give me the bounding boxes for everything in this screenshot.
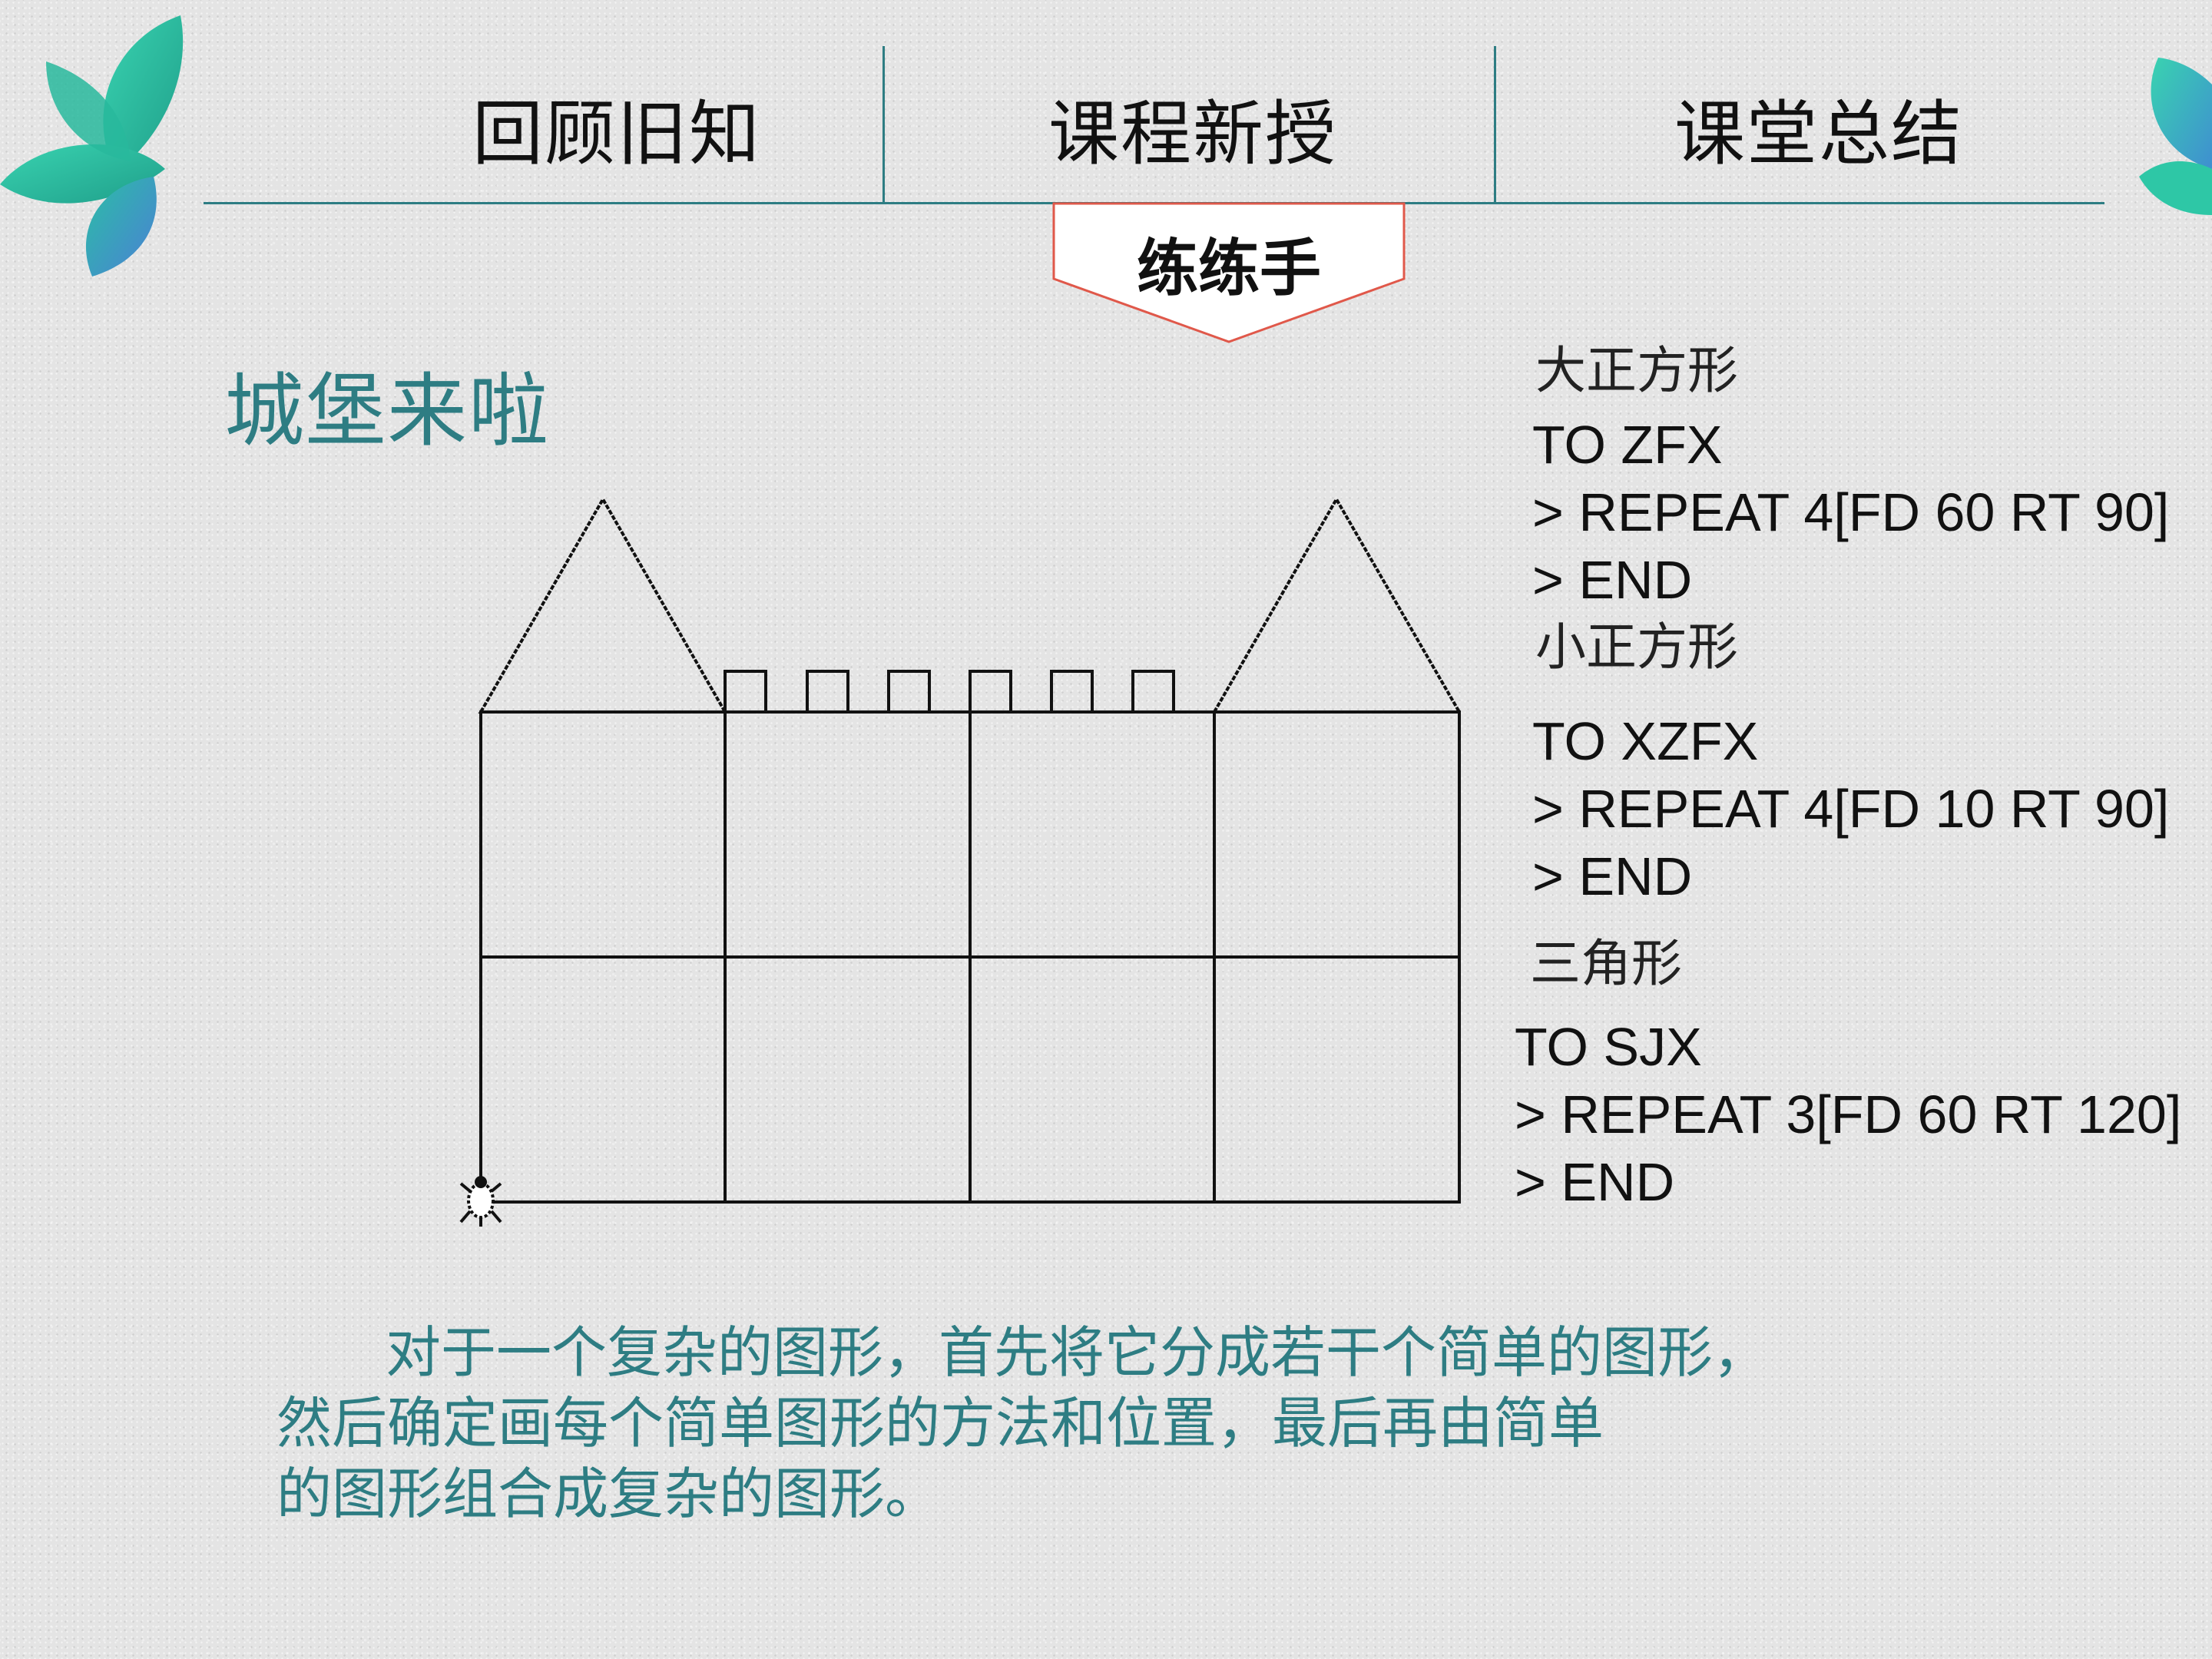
code-line: TO ZFX bbox=[1532, 415, 1723, 475]
summary-line: 的图形组合成复杂的图形。 bbox=[276, 1462, 941, 1526]
badge-label: 练练手 bbox=[1137, 233, 1321, 304]
battlement bbox=[1050, 670, 1094, 714]
procedure-heading: 大正方形 bbox=[1535, 341, 1738, 400]
battlement bbox=[969, 670, 1012, 714]
code-line: > REPEAT 4[FD 60 RT 90] bbox=[1532, 482, 2170, 542]
nav-item-new-lesson[interactable]: 课程新授 bbox=[1048, 93, 1338, 175]
procedure-heading: 三角形 bbox=[1530, 934, 1682, 993]
code-line: > REPEAT 4[FD 10 RT 90] bbox=[1532, 779, 2170, 839]
castle-drawing bbox=[459, 495, 1462, 1227]
battlement bbox=[806, 670, 849, 714]
nav-separator bbox=[882, 46, 885, 204]
lesson-nav: 回顾旧知 课程新授 课堂总结 bbox=[204, 46, 2104, 204]
summary-line: 然后确定画每个简单图形的方法和位置，最后再由简单 bbox=[276, 1391, 1604, 1455]
procedure-heading: 小正方形 bbox=[1535, 618, 1738, 677]
practice-badge: 练练手 bbox=[1052, 202, 1406, 344]
summary-line: 对于一个复杂的图形，首先将它分成若干个简单的图形， bbox=[386, 1320, 1769, 1385]
procedure-triangle: 三角形 TO SJX > REPEAT 3[FD 60 RT 120] > EN… bbox=[1515, 934, 2182, 1212]
right-tower-triangle bbox=[1211, 495, 1462, 714]
nav-item-summary[interactable]: 课堂总结 bbox=[1674, 93, 1964, 175]
nav-item-review[interactable]: 回顾旧知 bbox=[472, 93, 762, 175]
badge-shape bbox=[1052, 202, 1406, 343]
left-tower-triangle bbox=[478, 495, 728, 714]
code-line: TO XZFX bbox=[1532, 711, 1759, 771]
leaf-decoration-top-right bbox=[2139, 58, 2212, 215]
procedure-small-square: 小正方形 TO XZFX > REPEAT 4[FD 10 RT 90] > E… bbox=[1532, 618, 2170, 906]
code-line: > END bbox=[1532, 846, 1693, 906]
nav-separator bbox=[1494, 46, 1496, 204]
battlement bbox=[1131, 670, 1175, 714]
battlement bbox=[887, 670, 931, 714]
turtle-icon bbox=[459, 1176, 502, 1227]
code-line: TO SJX bbox=[1515, 1017, 1702, 1077]
summary-paragraph: 对于一个复杂的图形，首先将它分成若干个简单的图形， 然后确定画每个简单图形的方法… bbox=[276, 1317, 1966, 1529]
leaf-decoration-top-left bbox=[0, 15, 184, 276]
code-line: > END bbox=[1532, 550, 1693, 610]
procedure-big-square: 大正方形 TO ZFX > REPEAT 4[FD 60 RT 90] > EN… bbox=[1532, 341, 2170, 610]
battlement bbox=[724, 670, 767, 714]
code-line: > REPEAT 3[FD 60 RT 120] bbox=[1515, 1084, 2182, 1144]
code-line: > END bbox=[1515, 1152, 1675, 1212]
page-title: 城堡来啦 bbox=[224, 364, 551, 458]
